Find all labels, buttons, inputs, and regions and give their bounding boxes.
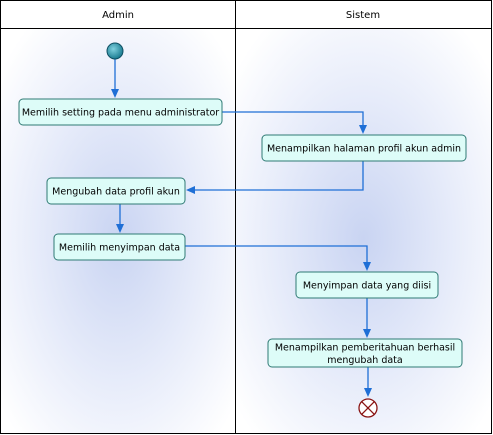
flow-s1-to-a2 — [186, 161, 364, 194]
flow-s2-to-s3 — [363, 298, 371, 338]
lane-sistem-header — [236, 1, 491, 28]
activity-label: Mengubah data profil akun — [52, 187, 180, 198]
flow-a1-to-s1 — [222, 111, 367, 134]
activity-memilih-menyimpan[interactable]: Memilih menyimpan data — [53, 233, 186, 261]
start-node — [106, 42, 124, 60]
lane-admin-title: Admin — [102, 10, 134, 21]
activity-label-line-2: mengubah data — [327, 355, 402, 366]
flow-s3-to-end — [364, 367, 372, 397]
activity-label: Memilih menyimpan data — [59, 243, 180, 254]
activity-label: Menyimpan data yang diisi — [303, 281, 431, 292]
activity-label: Memilih setting pada menu administrator — [22, 108, 219, 119]
end-node — [358, 398, 378, 418]
activity-mengubah-data[interactable]: Mengubah data profil akun — [46, 177, 186, 205]
activity-menyimpan-data[interactable]: Menyimpan data yang diisi — [295, 271, 439, 299]
lane-sistem-body — [236, 28, 491, 433]
activity-label: Menampilkan halaman profil akun admin — [267, 144, 461, 155]
lane-admin-header — [1, 1, 235, 28]
flow-start-to-a1 — [111, 59, 119, 98]
lane-admin-body — [1, 28, 235, 433]
activity-menampilkan-profil[interactable]: Menampilkan halaman profil akun admin — [261, 134, 467, 162]
flow-a3-to-s2 — [185, 245, 371, 271]
activity-menampilkan-pemberitahuan[interactable]: Menampilkan pemberitahuan berhasil mengu… — [267, 338, 463, 368]
activity-memilih-setting[interactable]: Memilih setting pada menu administrator — [18, 98, 223, 126]
activity-label-line-1: Menampilkan pemberitahuan berhasil — [275, 343, 455, 354]
lane-sistem-title: Sistem — [346, 10, 380, 21]
flow-a2-to-a3 — [116, 204, 124, 233]
